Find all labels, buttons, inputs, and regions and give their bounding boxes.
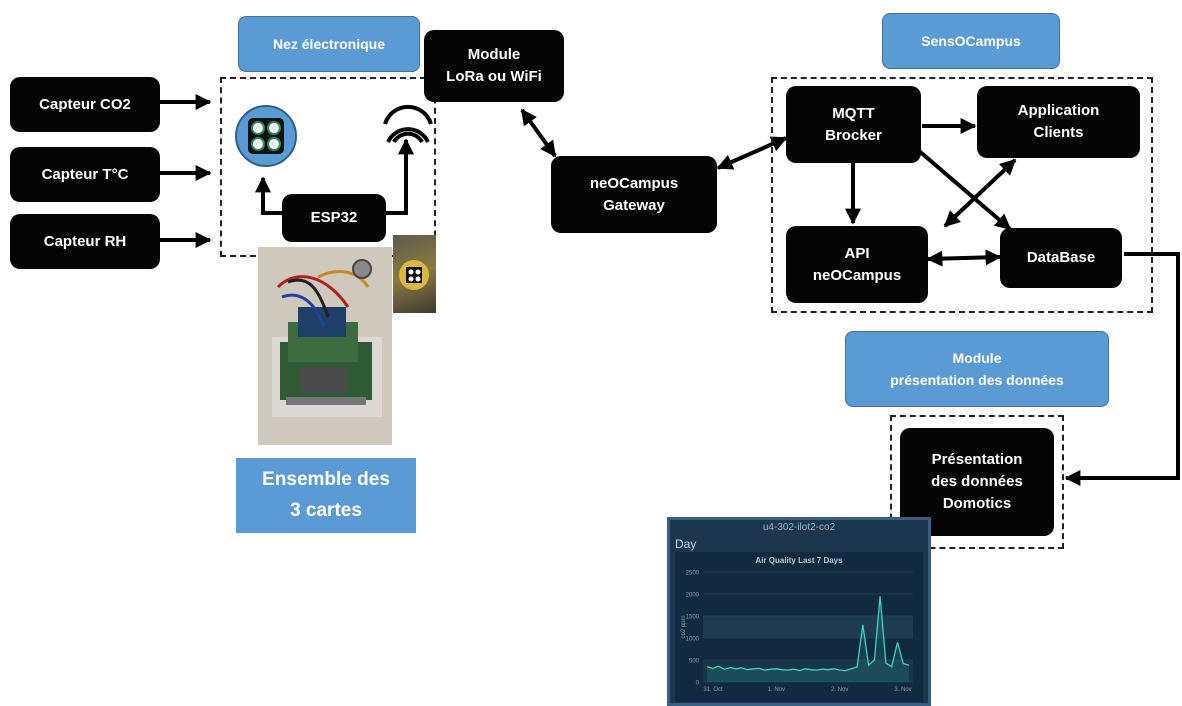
y-tick-label: 2000: [686, 593, 700, 599]
x-tick-label: 1. Nov: [768, 687, 785, 693]
x-tick-label: 2. Nov: [831, 687, 848, 693]
presentation-node: Présentation des données Domotics: [900, 428, 1054, 536]
sensor-chip-photo: [393, 235, 436, 313]
y-tick-label: 0: [696, 681, 700, 687]
app-clients-node: Application Clients: [977, 86, 1140, 158]
gateway-node: neOCampus Gateway: [551, 156, 717, 233]
y-tick-label: 1500: [686, 615, 700, 621]
capteur-t-node: Capteur T°C: [10, 147, 160, 202]
x-tick-label: 3. Nov: [894, 687, 911, 693]
presentation-group-border: [890, 415, 1064, 549]
dashboard-screenshot: u4-302-ilot2-co2 Day Air Quality Last 7 …: [667, 517, 931, 706]
chart-band: [703, 616, 913, 638]
arrow-esp32-to-antenna: [385, 138, 414, 215]
hardware-photo: [258, 247, 392, 445]
chart-title: Air Quality Last 7 Days: [755, 556, 843, 565]
gas-sensor-icon: [235, 105, 297, 167]
dashboard-window-title: u4-302-ilot2-co2: [762, 522, 836, 533]
co2-line-chart: 0 500 1000 1500 2000 2500 co2 ppm 31. Oct 1. Nov…: [681, 571, 913, 693]
co2-series-line: [706, 596, 910, 672]
sensocampus-group-border: [771, 77, 1153, 313]
nez-label: Nez électronique: [238, 16, 420, 72]
arrow-gateway-mqtt: [716, 136, 788, 170]
dashboard-tab-day[interactable]: Day: [675, 537, 697, 551]
capteur-rh-node: Capteur RH: [10, 214, 160, 269]
chart-panel: Air Quality Last 7 Days 0 500 1000 1500 2000…: [675, 552, 923, 702]
x-tick-label: 31. Oct: [703, 687, 723, 693]
y-tick-label: 1000: [686, 637, 700, 643]
ensemble-label: Ensemble des 3 cartes: [236, 458, 416, 533]
esp32-node: ESP32: [282, 194, 386, 242]
y-axis-title: co2 ppm: [681, 615, 687, 638]
capteur-co2-node: Capteur CO2: [10, 77, 160, 132]
mqtt-node: MQTT Brocker: [786, 86, 921, 163]
y-tick-label: 2500: [686, 571, 700, 577]
arrow-database-to-app: [943, 158, 1017, 228]
arrow-module-gateway: [520, 108, 557, 158]
arrow-api-database: [926, 249, 1002, 267]
arrow-esp32-to-sensor: [255, 176, 282, 215]
module-presentation-label: Module présentation des données: [845, 331, 1109, 407]
y-tick-label: 500: [689, 659, 700, 665]
sensocampus-label: SensOCampus: [882, 13, 1060, 69]
api-node: API neOCampus: [786, 226, 928, 303]
module-lora-node: Module LoRa ou WiFi: [424, 30, 564, 102]
wireless-icon: [383, 104, 433, 144]
chart-band: [703, 660, 913, 682]
database-node: DataBase: [1000, 228, 1122, 288]
